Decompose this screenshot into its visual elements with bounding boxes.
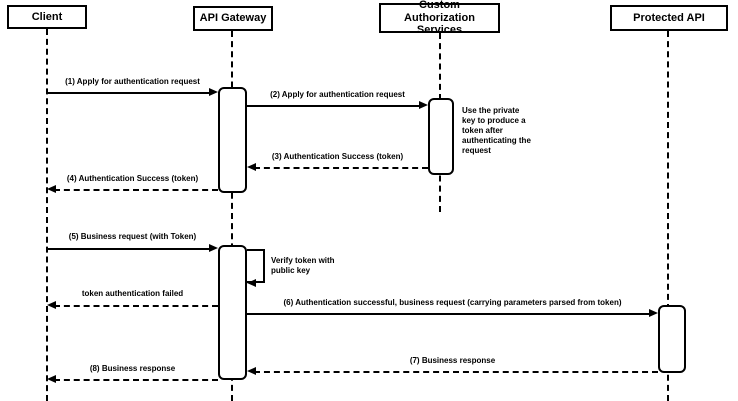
message-3-line [254, 167, 428, 169]
actor-box-client: Client [7, 5, 87, 29]
message-4-label: (4) Authentication Success (token) [66, 174, 199, 183]
message-5-line [47, 248, 211, 250]
arrowhead-right-icon [209, 88, 218, 96]
message-6-line [247, 313, 649, 315]
message-2-label: (2) Apply for authentication request [270, 90, 405, 99]
activation-custom-authorization-services [428, 98, 454, 175]
self-message-loop [247, 249, 265, 283]
actor-box-custom-authorization-services: Custom Authorization Services [379, 0, 500, 36]
actor-box-api-gateway: API Gateway [193, 6, 273, 31]
arrowhead-left-icon [47, 301, 56, 309]
message-7-line [254, 371, 658, 373]
actor-label-api-gateway: API Gateway [199, 12, 267, 25]
message-2-line [247, 105, 421, 107]
message-8-line [54, 379, 218, 381]
actor-box-protected-api: Protected API [610, 5, 728, 31]
note-private-key: Use the private key to produce a token a… [462, 106, 531, 155]
arrowhead-right-icon [209, 244, 218, 252]
message-token-failed-line [54, 305, 218, 307]
arrowhead-left-icon [47, 375, 56, 383]
lifeline-client [46, 29, 48, 401]
actor-label-protected-api: Protected API [633, 11, 705, 24]
arrowhead-left-icon [247, 163, 256, 171]
lifeline-protected-api [667, 31, 669, 401]
actor-label-custom-authorization-services: Custom Authorization Services [404, 0, 475, 37]
activation-api-gateway-business [218, 245, 247, 380]
arrowhead-right-icon [419, 101, 428, 109]
arrowhead-left-icon [247, 367, 256, 375]
message-1-label: (1) Apply for authentication request [65, 77, 200, 86]
message-1-line [47, 92, 211, 94]
arrowhead-left-icon [47, 185, 56, 193]
message-4-line [54, 189, 218, 191]
activation-protected-api [658, 305, 686, 373]
message-7-label: (7) Business response [409, 356, 496, 365]
message-8-label: (8) Business response [89, 364, 176, 373]
activation-api-gateway-auth [218, 87, 247, 193]
arrowhead-left-icon [247, 279, 256, 287]
actor-label-client: Client [31, 10, 63, 23]
lifeline-api-gateway [231, 31, 233, 401]
message-6-label: (6) Authentication successful, business … [283, 298, 622, 307]
message-3-label: (3) Authentication Success (token) [271, 152, 404, 161]
self-message-label: Verify token with public key [271, 256, 335, 275]
arrowhead-right-icon [649, 309, 658, 317]
message-5-label: (5) Business request (with Token) [68, 232, 197, 241]
message-token-failed-label: token authentication failed [81, 289, 184, 298]
